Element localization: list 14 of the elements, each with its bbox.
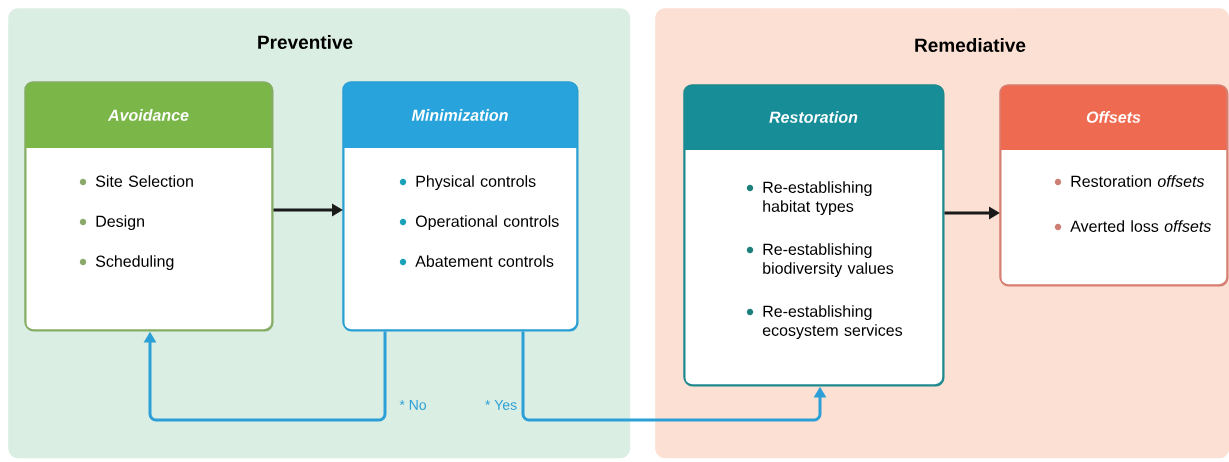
- bullet-item: Re-establishing ecosystem services: [746, 305, 903, 340]
- bullet-item: Re-establishing biodiversity values: [746, 243, 894, 278]
- arrow: [143, 331, 387, 422]
- bullet-item: Averted loss offsets: [1054, 220, 1211, 232]
- bullet-item: Design: [79, 215, 144, 231]
- bullet-item: Re-establishing habitat types: [746, 181, 872, 216]
- edge-label: * Yes: [485, 400, 517, 410]
- bullet-item: Scheduling: [79, 255, 174, 271]
- bullet-item: Abatement controls: [399, 255, 554, 267]
- bullet-item: Restoration offsets: [1054, 175, 1205, 187]
- bullet-item: Physical controls: [399, 175, 536, 191]
- bullet-item: Operational controls: [399, 215, 559, 231]
- bullet-item: Site Selection: [79, 175, 193, 187]
- edge-label: * No: [399, 400, 426, 410]
